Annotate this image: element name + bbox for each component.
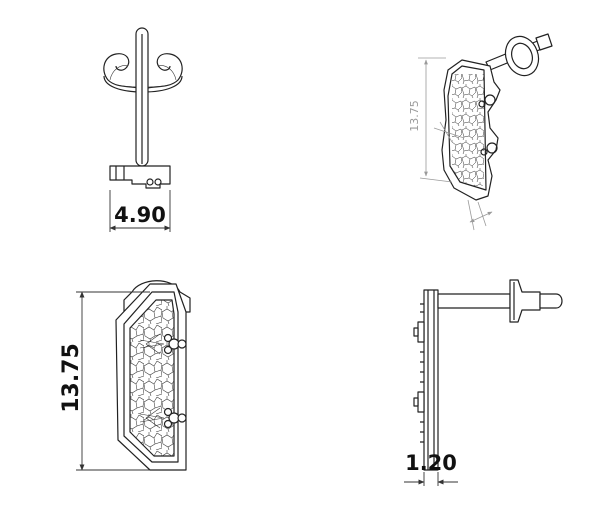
side-post (437, 293, 511, 309)
dimension-height-label: 13.75 (59, 343, 84, 413)
top-view: 4.90 (103, 27, 183, 232)
earring-top-profile (109, 165, 171, 189)
side-view: 1.20 (404, 279, 563, 486)
dimension-width-label: 4.90 (114, 203, 166, 227)
front-view: 13.75 (59, 280, 191, 471)
front-flower-bottom (139, 407, 187, 429)
side-earring-profile (423, 289, 439, 471)
front-flower-top (139, 333, 187, 355)
iso-view: 13.75 (408, 33, 553, 231)
dimension-thickness-label: 1.20 (405, 451, 457, 475)
side-clutch (509, 279, 541, 323)
iso-height-label: 13.75 (408, 100, 421, 132)
